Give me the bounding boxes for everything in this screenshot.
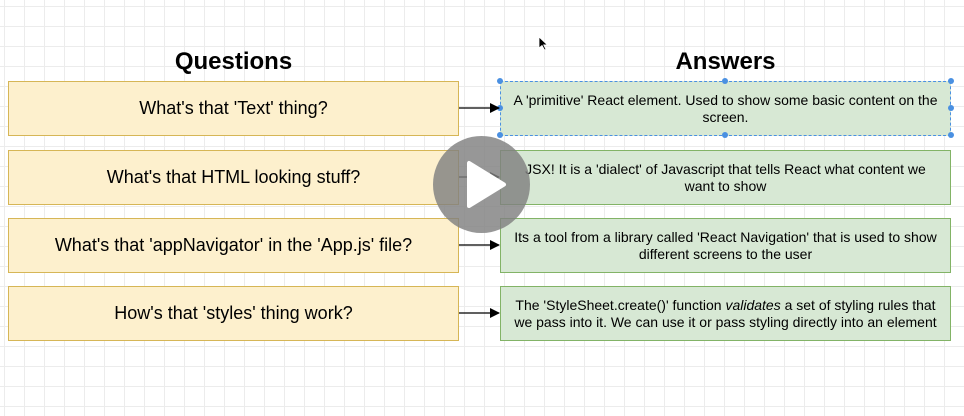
- resize-handle[interactable]: [948, 132, 954, 138]
- answers-heading: Answers: [675, 48, 776, 75]
- resize-handle[interactable]: [497, 132, 503, 138]
- mouse-cursor-icon: [538, 36, 549, 51]
- answer-text-end: a set of styling rules that we pass into…: [514, 296, 937, 330]
- resize-handle[interactable]: [948, 78, 954, 84]
- answer-text: A 'primitive' React element. Used to sho…: [513, 91, 938, 125]
- resize-handle[interactable]: [948, 105, 954, 111]
- question-box[interactable]: How's that 'styles' thing work?: [8, 286, 459, 341]
- answer-text: Its a tool from a library called 'React …: [514, 228, 937, 262]
- play-button[interactable]: [433, 136, 530, 233]
- resize-handle[interactable]: [497, 105, 503, 111]
- play-icon: [467, 161, 506, 208]
- answer-text: JSX! It is a 'dialect' of Javascript tha…: [525, 160, 926, 194]
- question-text: What's that 'appNavigator' in the 'App.j…: [54, 235, 413, 255]
- answer-box[interactable]: JSX! It is a 'dialect' of Javascript tha…: [500, 150, 951, 205]
- answer-box-selected[interactable]: A 'primitive' React element. Used to sho…: [500, 81, 951, 136]
- question-box[interactable]: What's that 'appNavigator' in the 'App.j…: [8, 218, 459, 273]
- answer-box[interactable]: The 'StyleSheet.create()' function valid…: [500, 286, 951, 341]
- question-text: How's that 'styles' thing work?: [114, 303, 353, 323]
- question-text: What's that HTML looking stuff?: [106, 167, 361, 187]
- question-box[interactable]: What's that HTML looking stuff?: [8, 150, 459, 205]
- questions-heading: Questions: [174, 48, 293, 75]
- resize-handle[interactable]: [497, 78, 503, 84]
- answer-text-emphasis: validates: [725, 296, 781, 313]
- answer-text: The 'StyleSheet.create()' function valid…: [509, 297, 942, 331]
- resize-handle[interactable]: [722, 78, 728, 84]
- question-text: What's that 'Text' thing?: [139, 98, 328, 118]
- answer-box[interactable]: Its a tool from a library called 'React …: [500, 218, 951, 273]
- answer-text-start: The 'StyleSheet.create()' function: [515, 296, 726, 313]
- resize-handle[interactable]: [722, 132, 728, 138]
- question-box[interactable]: What's that 'Text' thing?: [8, 81, 459, 136]
